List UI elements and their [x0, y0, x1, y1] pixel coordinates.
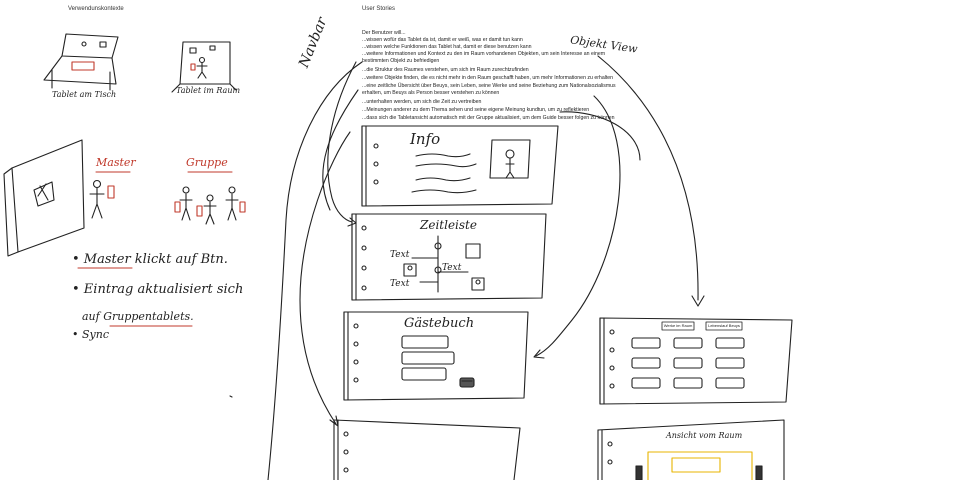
timeline-text: Text	[390, 250, 410, 260]
master-group-sketch	[3, 139, 246, 398]
story-line: ...wissen wofür das Tablet da ist, damit…	[362, 37, 523, 43]
navbar-curves	[267, 61, 363, 480]
note-line-4: • Sync	[72, 328, 109, 341]
info-screen	[361, 125, 559, 207]
story-line: ...weitere Informationen und Kontext zu …	[362, 51, 606, 57]
story-line: erhalten, um Beuys als Person besser ver…	[362, 90, 500, 96]
note-line-2: • Eintrag aktualisiert sich	[72, 282, 244, 297]
context-label-table: Tablet am Tisch	[52, 90, 117, 99]
story-line: ...unterhalten werden, um sich die Zeit …	[362, 99, 482, 105]
screen-title-info: Info	[410, 130, 441, 148]
note-line-3: auf Gruppentablets.	[82, 310, 194, 323]
screen-title-timeline: Zeitleiste	[420, 218, 477, 232]
screen-title-room-view: Ansicht vom Raum	[666, 431, 743, 440]
guestbook-screen	[343, 311, 529, 401]
context-label-room: Tablet im Raum	[176, 86, 241, 95]
role-label-group: Gruppe	[186, 156, 228, 169]
tablet-on-table-sketch	[43, 33, 119, 91]
stories-intro: Der Benutzer will...	[362, 30, 406, 36]
object-view-button-bio: Lebenslauf Beuys	[708, 323, 740, 328]
object-view-arrows	[533, 55, 705, 359]
section-title-contexts: Verwendunskontexte	[68, 6, 124, 12]
fourth-screen-partial	[333, 419, 521, 480]
timeline-text: Text	[390, 279, 410, 289]
role-label-master: Master	[96, 156, 136, 169]
story-line: ...eine zeitliche Übersicht über Beuys, …	[362, 83, 616, 89]
story-line: ...die Struktur des Raumes verstehen, um…	[362, 67, 529, 73]
story-line: ...weitere Objekte finden, die es nicht …	[362, 75, 614, 81]
timeline-screen	[351, 213, 547, 301]
tablet-in-room-sketch	[171, 41, 237, 93]
timeline-text: Text	[442, 263, 462, 273]
object-view-screen	[599, 317, 793, 405]
section-title-user-stories: User Stories	[362, 6, 396, 12]
story-line: bestimmten Objekt zu befriedigen	[362, 58, 440, 64]
story-line: ...Meinungen anderer zu dem Thema sehen …	[362, 107, 590, 113]
screen-title-guestbook: Gästebuch	[404, 316, 475, 331]
room-view-screen	[597, 419, 785, 480]
story-line: ...dass sich die Tabletansicht automatis…	[362, 115, 615, 121]
object-view-button-works: Werke im Raum	[663, 323, 693, 328]
story-line: ...wissen welche Funktionen das Tablet h…	[362, 44, 532, 50]
note-line-1: • Master klickt auf Btn.	[72, 252, 228, 267]
